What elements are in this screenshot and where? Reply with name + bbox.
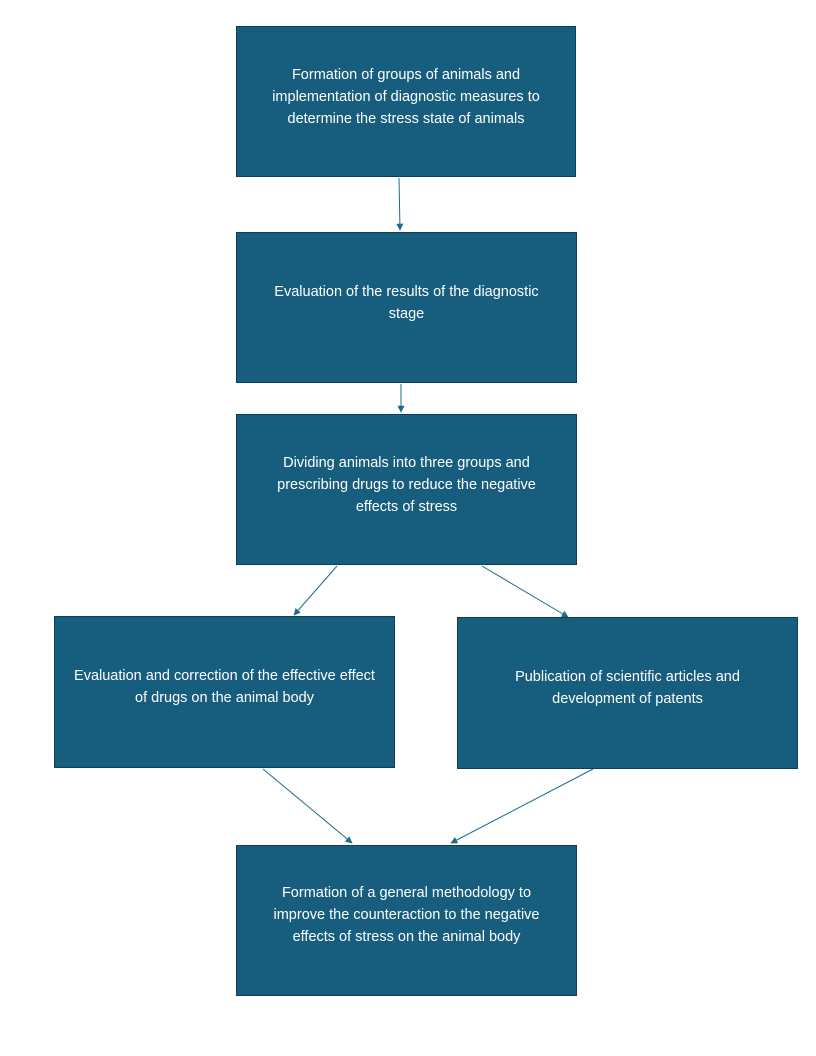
arrow-publication-to-methodology <box>450 768 594 844</box>
step-correction: Evaluation and correction of the effecti… <box>54 616 395 768</box>
step-publication-label: Publication of scientific articles and d… <box>515 669 740 707</box>
arrow-correction-to-methodology <box>262 768 353 844</box>
step-evaluation: Evaluation of the results of the diagnos… <box>236 232 577 383</box>
step-publication: Publication of scientific articles and d… <box>457 617 798 769</box>
step-diagnostics-label: Formation of groups of animals and imple… <box>272 67 540 127</box>
arrow-grouping-to-publication <box>481 565 569 618</box>
arrow-diagnostics-to-evaluation <box>396 177 404 231</box>
arrow-grouping-to-correction <box>293 565 338 616</box>
step-evaluation-label: Evaluation of the results of the diagnos… <box>274 284 539 322</box>
step-methodology: Formation of a general methodology to im… <box>236 845 577 996</box>
step-correction-label: Evaluation and correction of the effecti… <box>74 668 375 706</box>
step-grouping: Dividing animals into three groups and p… <box>236 414 577 565</box>
step-grouping-label: Dividing animals into three groups and p… <box>277 455 536 515</box>
step-diagnostics: Formation of groups of animals and imple… <box>236 26 576 177</box>
step-methodology-label: Formation of a general methodology to im… <box>273 885 540 945</box>
